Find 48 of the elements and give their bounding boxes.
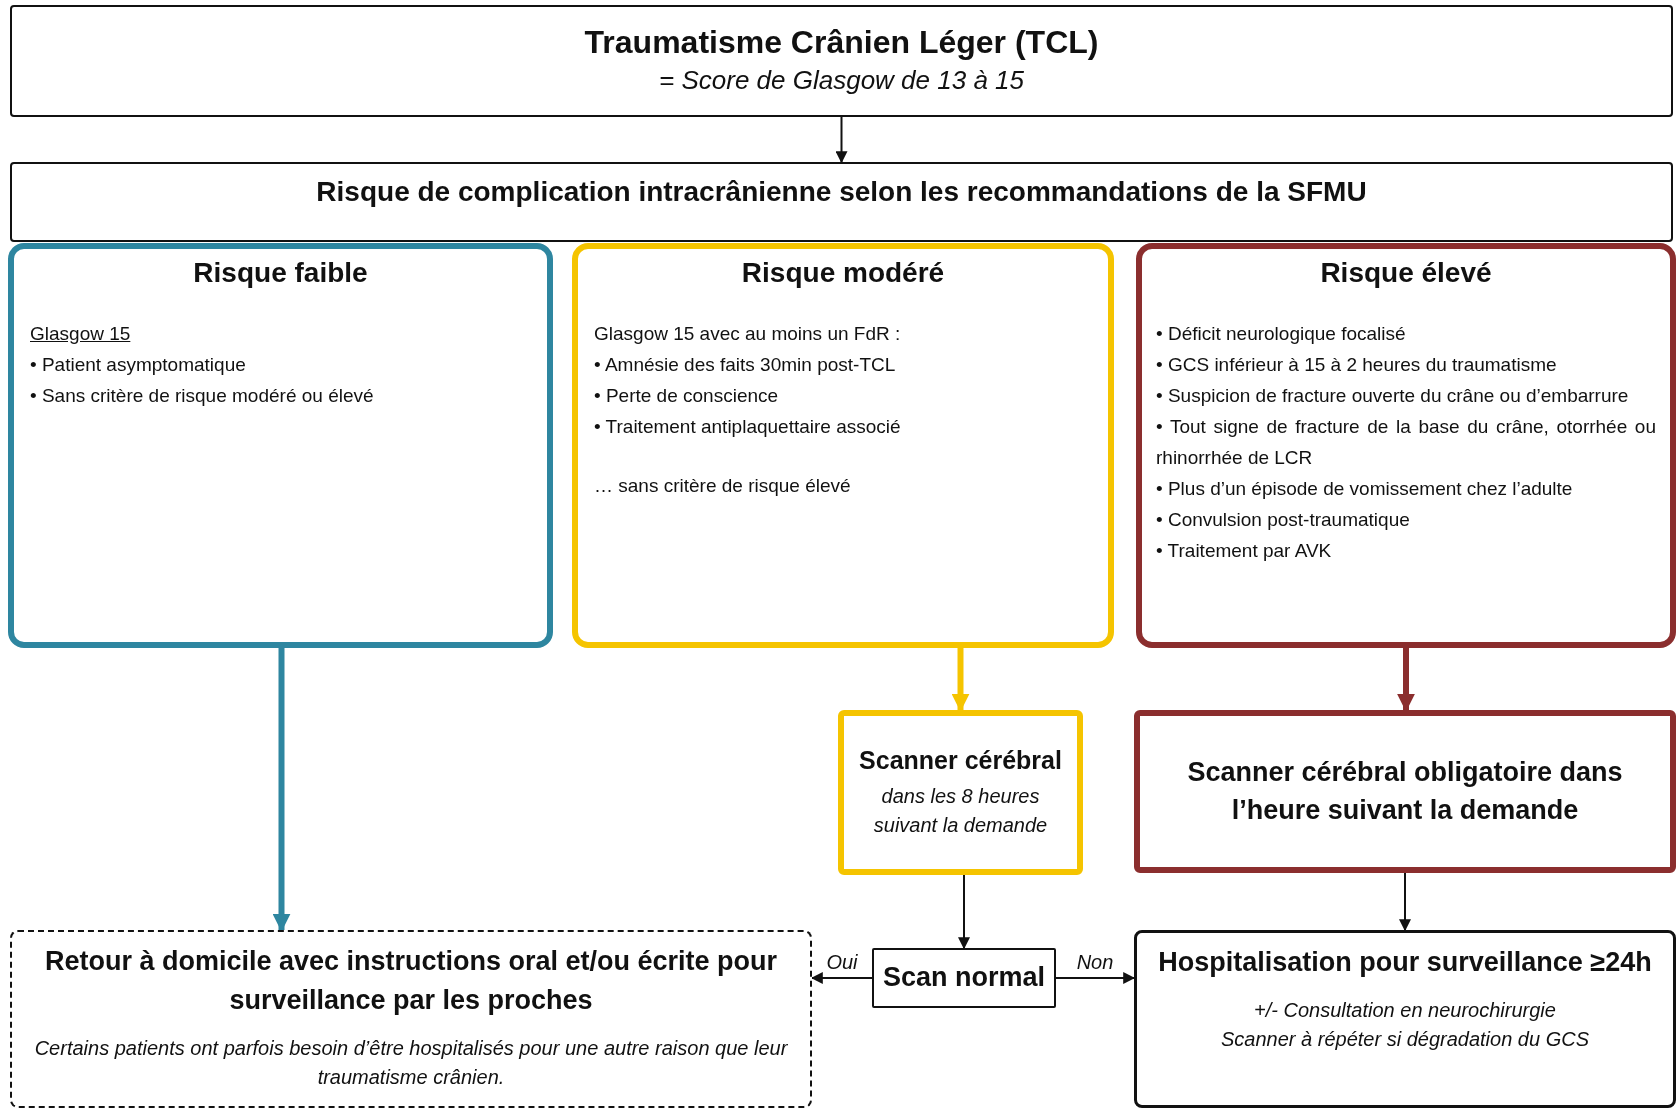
arrow [1399, 872, 1411, 932]
criteria-text: … sans critère de risque élevé [594, 474, 852, 498]
box-heading: Risque faible [192, 256, 369, 290]
criteria-text: • Convulsion post-traumatique [1156, 508, 1411, 532]
risk-box [8, 243, 553, 648]
risk-box [572, 243, 1114, 648]
criteria-text: • Traitement antiplaquettaire associé [594, 415, 902, 439]
box-heading: Hospitalisation pour surveillance ≥24h [1157, 946, 1653, 979]
arrow [835, 116, 848, 164]
arrow [1055, 972, 1136, 984]
criteria-text: • Sans critère de risque modéré ou élevé [30, 384, 375, 408]
criteria-text: • Plus d’un épisode de vomissement chez l’adulte [1156, 477, 1574, 501]
criteria-text: Glasgow 15 avec au moins un FdR : [594, 322, 902, 346]
arrow [951, 648, 970, 712]
note-text: +/- Consultation en neurochirurgie [1253, 998, 1557, 1024]
note-text: Scanner à répéter si dégradation du GCS [1220, 1027, 1590, 1053]
criteria-text: • GCS inférieur à 15 à 2 heures du traumatisme [1156, 353, 1558, 377]
criteria-text: • Amnésie des faits 30min post-TCL [594, 353, 897, 377]
box-heading: Risque élevé [1319, 256, 1493, 290]
subtitle-text: = Score de Glasgow de 13 à 15 [658, 64, 1025, 98]
box-heading: Retour à domicile avec instructions oral et/ou écrite pour surveillance par les proches [43, 945, 779, 1018]
criteria-text: • Tout signe de fracture de la base du crâne, otorrhée ou rhinorrhée de LCR [1156, 415, 1656, 470]
note-text: Certains patients ont parfois besoin d’être hospitalisés pour une autre raison que leur traumatisme crânien. [33, 1036, 789, 1091]
band-heading: Risque de complication intracrânienne selon les recommandations de la SFMU [315, 174, 1368, 209]
arrow [810, 972, 873, 984]
title-text: Traumatisme Crânien Léger (TCL) [583, 23, 1100, 63]
process-box [872, 948, 1056, 1008]
title-box [10, 5, 1673, 117]
outcome-box [10, 930, 812, 1108]
category-band [10, 162, 1673, 242]
criteria-text: • Patient asymptomatique [30, 353, 247, 377]
box-heading: Scan normal [881, 961, 1047, 995]
process-box [838, 710, 1083, 875]
arrow [958, 874, 970, 950]
box-heading: Scanner cérébral [858, 744, 1063, 776]
arrow [272, 648, 291, 932]
criteria-text: • Traitement par AVK [1156, 539, 1333, 563]
box-heading: Risque modéré [740, 256, 946, 290]
criteria-text: • Déficit neurologique focalisé [1156, 322, 1407, 346]
criteria-text: Glasgow 15 [30, 322, 132, 346]
criteria-text: • Perte de conscience [594, 384, 780, 408]
box-heading: Scanner cérébral obligatoire dans l’heure suivant la demande [1186, 755, 1624, 827]
outcome-box [1134, 930, 1676, 1108]
arrow [1397, 648, 1415, 712]
risk-box [1136, 243, 1676, 648]
criteria-text: • Suspicion de fracture ouverte du crâne ou d’embarrure [1156, 384, 1630, 408]
process-box [1134, 710, 1676, 873]
note-text: dans les 8 heures suivant la demande [872, 784, 1049, 839]
